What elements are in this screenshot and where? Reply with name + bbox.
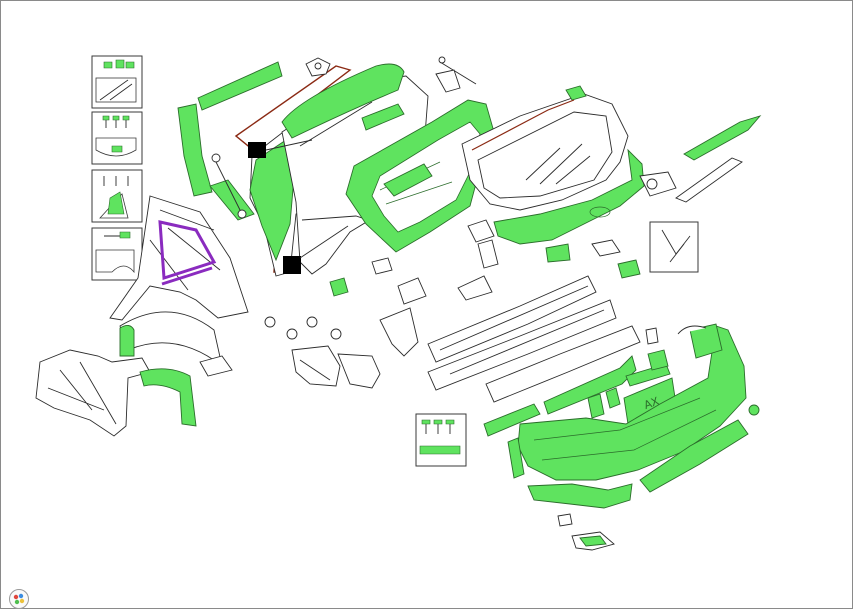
wheel-arch-extension[interactable] — [139, 368, 197, 427]
small-reflector[interactable] — [199, 355, 233, 377]
thumbnail-fender-kit[interactable] — [91, 227, 143, 281]
bumper-skid-plate[interactable] — [527, 483, 633, 509]
rear-wiper-arm[interactable] — [675, 115, 762, 203]
gas-strut-left[interactable] — [211, 153, 247, 219]
quarter-window-glass[interactable] — [158, 220, 217, 286]
tail-lamp-right[interactable] — [337, 353, 381, 389]
pillar-strip-green[interactable] — [177, 103, 213, 197]
latch-bracket[interactable] — [379, 277, 427, 357]
bumper-reinforcement-lower[interactable] — [427, 299, 617, 391]
wheel-arch-liner[interactable] — [119, 311, 223, 368]
thumbnail-quarter-glass-screw-kit[interactable] — [91, 169, 143, 223]
hinge-bracket[interactable] — [305, 57, 331, 77]
bumper-reinforcement-upper[interactable] — [427, 275, 597, 363]
left-quarter-panel[interactable] — [109, 195, 249, 321]
wiper-motor[interactable] — [639, 171, 677, 197]
bumper-clips[interactable] — [587, 387, 621, 419]
lock-striker[interactable] — [457, 275, 493, 301]
thumbnail-trim-kit[interactable] — [91, 111, 143, 165]
liftgate-main-frame[interactable] — [345, 99, 495, 253]
callout-marker-2[interactable] — [283, 225, 349, 274]
thumbnail-glass-kit[interactable] — [91, 55, 143, 109]
side-rail-green[interactable] — [209, 179, 255, 221]
wiring-harness[interactable] — [649, 221, 699, 273]
palette-glyph — [13, 593, 25, 605]
reflector-lower[interactable] — [557, 513, 615, 551]
window-defroster-wire[interactable] — [471, 99, 575, 151]
energy-absorber[interactable] — [485, 325, 641, 403]
callout-marker-1[interactable] — [248, 139, 313, 158]
lamp-bulb-sockets[interactable] — [264, 316, 342, 340]
license-lamp[interactable] — [591, 239, 641, 279]
color-palette-icon[interactable] — [9, 589, 29, 609]
tail-lamp-left[interactable] — [291, 345, 341, 387]
liftgate-trim-panel[interactable] — [493, 148, 645, 263]
liftgate-spoiler[interactable] — [281, 63, 405, 139]
lock-actuator[interactable] — [467, 219, 499, 269]
bumper-lower-valance[interactable] — [507, 419, 749, 493]
bumper-step-pad[interactable] — [483, 355, 637, 437]
liftgate-handle[interactable] — [361, 103, 405, 131]
rear-bumper-cover[interactable] — [517, 325, 747, 481]
rear-window-glass[interactable] — [461, 85, 629, 211]
thumbnail-molding-kit[interactable] — [415, 413, 467, 467]
parking-sensor-group[interactable] — [645, 327, 669, 371]
upper-spoiler-strip[interactable] — [197, 61, 283, 111]
bumper-corner-bracket[interactable] — [677, 323, 760, 416]
gas-strut-right[interactable] — [435, 56, 477, 93]
left-fender-inner-panel[interactable] — [35, 349, 151, 437]
connector-clip-green[interactable] — [329, 257, 393, 297]
